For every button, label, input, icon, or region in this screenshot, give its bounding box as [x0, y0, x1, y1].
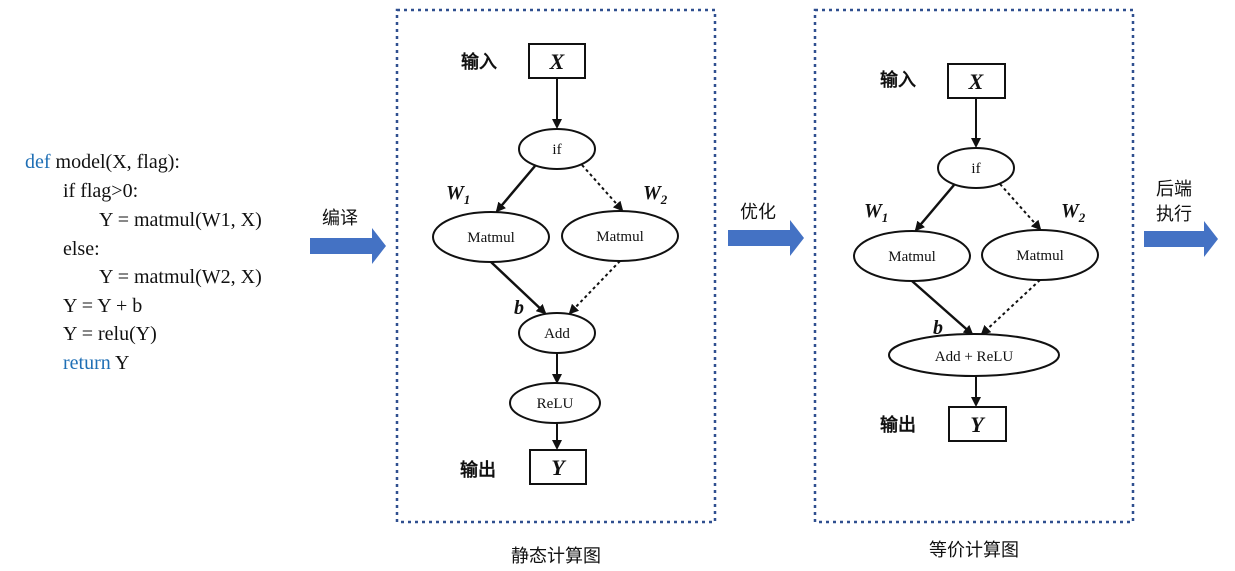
code-line-matmul-w2: Y = matmul(W2, X)	[99, 266, 262, 288]
backend-label-line2: 执行	[1156, 204, 1192, 225]
static-relu-node	[509, 382, 601, 424]
optimize-arrow: 优化	[728, 202, 804, 256]
equivalent-graph-caption: 等价计算图	[929, 540, 1019, 561]
equiv-output-var: Y	[970, 412, 986, 437]
static-if-label: if	[552, 142, 561, 158]
static-w2-label: W2	[643, 182, 668, 207]
code-block: def model(X, flag): if flag>0: Y = matmu…	[25, 151, 262, 374]
equiv-edge-if-matmul-right	[999, 183, 1042, 231]
compile-arrow-shape	[310, 228, 386, 264]
equiv-w2-letter: W	[1061, 200, 1080, 222]
backend-arrow: 后端 执行	[1144, 179, 1218, 257]
static-matmul-left-label: Matmul	[467, 230, 515, 246]
static-w2-subscript: 2	[660, 192, 668, 207]
static-edge-matmul-right-add	[568, 260, 621, 315]
static-graph-caption: 静态计算图	[511, 546, 601, 567]
static-add-label: Add	[544, 326, 570, 342]
code-line-relu: Y = relu(Y)	[63, 323, 157, 345]
equiv-fused-node	[888, 333, 1060, 377]
equiv-w1-label: W1	[864, 200, 888, 225]
static-relu-label: ReLU	[537, 396, 574, 412]
equiv-w2-subscript: 2	[1078, 210, 1086, 225]
equiv-w1-letter: W	[864, 200, 883, 222]
optimize-arrow-shape	[728, 220, 804, 256]
code-line-def-text: model(X, flag):	[51, 151, 180, 173]
equiv-matmul-right-label: Matmul	[1016, 248, 1064, 264]
code-line-return: return Y	[63, 352, 129, 374]
static-w1-letter: W	[446, 182, 465, 204]
equiv-edge-matmul-right-fused	[980, 279, 1041, 336]
code-keyword-return: return	[63, 352, 111, 374]
equivalent-graph-frame	[813, 8, 1135, 524]
code-line-add-bias: Y = Y + b	[63, 295, 142, 317]
static-edge-if-matmul-right	[581, 164, 624, 212]
static-w1-label: W1	[446, 182, 470, 207]
compile-arrow: 编译	[310, 208, 386, 264]
equiv-w2-label: W2	[1061, 200, 1086, 225]
equiv-fused-label: Add + ReLU	[935, 349, 1014, 365]
code-line-def: def model(X, flag):	[25, 151, 180, 173]
static-input-var: X	[549, 49, 566, 74]
equiv-edge-if-matmul-left	[914, 184, 955, 232]
equiv-w1-subscript: 1	[882, 210, 889, 225]
static-if-node	[518, 128, 596, 170]
equiv-input-label: 输入	[880, 69, 916, 91]
static-graph: 输入 X if W1 W2 Matmul Matmul b Add ReLU 输…	[432, 43, 679, 485]
equiv-output-box	[948, 406, 1007, 442]
equiv-bias-label: b	[933, 317, 943, 339]
code-keyword-def: def	[25, 151, 51, 173]
equiv-matmul-left-label: Matmul	[888, 249, 936, 265]
equiv-input-var: X	[968, 69, 985, 94]
backend-arrow-shape	[1144, 221, 1218, 257]
static-matmul-right-label: Matmul	[596, 229, 644, 245]
static-output-label: 输出	[460, 459, 496, 481]
equiv-if-label: if	[971, 161, 980, 177]
static-input-label: 输入	[461, 51, 497, 73]
equivalent-graph: 输入 X if W1 W2 Matmul Matmul b Add + ReLU…	[853, 63, 1099, 442]
code-line-matmul-w1: Y = matmul(W1, X)	[99, 209, 262, 231]
code-line-else: else:	[63, 238, 100, 260]
equiv-edge-matmul-left-fused	[911, 280, 974, 336]
static-input-box	[528, 43, 586, 79]
static-w1-subscript: 1	[464, 192, 471, 207]
code-line-if: if flag>0:	[63, 180, 138, 202]
equiv-if-node	[937, 147, 1015, 189]
static-edge-if-matmul-left	[495, 165, 536, 213]
static-w2-letter: W	[643, 182, 662, 204]
code-line-return-text: Y	[111, 352, 130, 374]
static-output-var: Y	[551, 455, 567, 480]
static-output-box	[529, 449, 587, 485]
backend-label-line1: 后端	[1156, 179, 1192, 200]
static-bias-label: b	[514, 297, 524, 319]
compile-label: 编译	[322, 208, 358, 229]
equiv-output-label: 输出	[880, 414, 916, 436]
static-graph-frame	[395, 8, 717, 524]
static-edge-matmul-left-add	[490, 261, 547, 315]
optimize-label: 优化	[740, 202, 776, 223]
